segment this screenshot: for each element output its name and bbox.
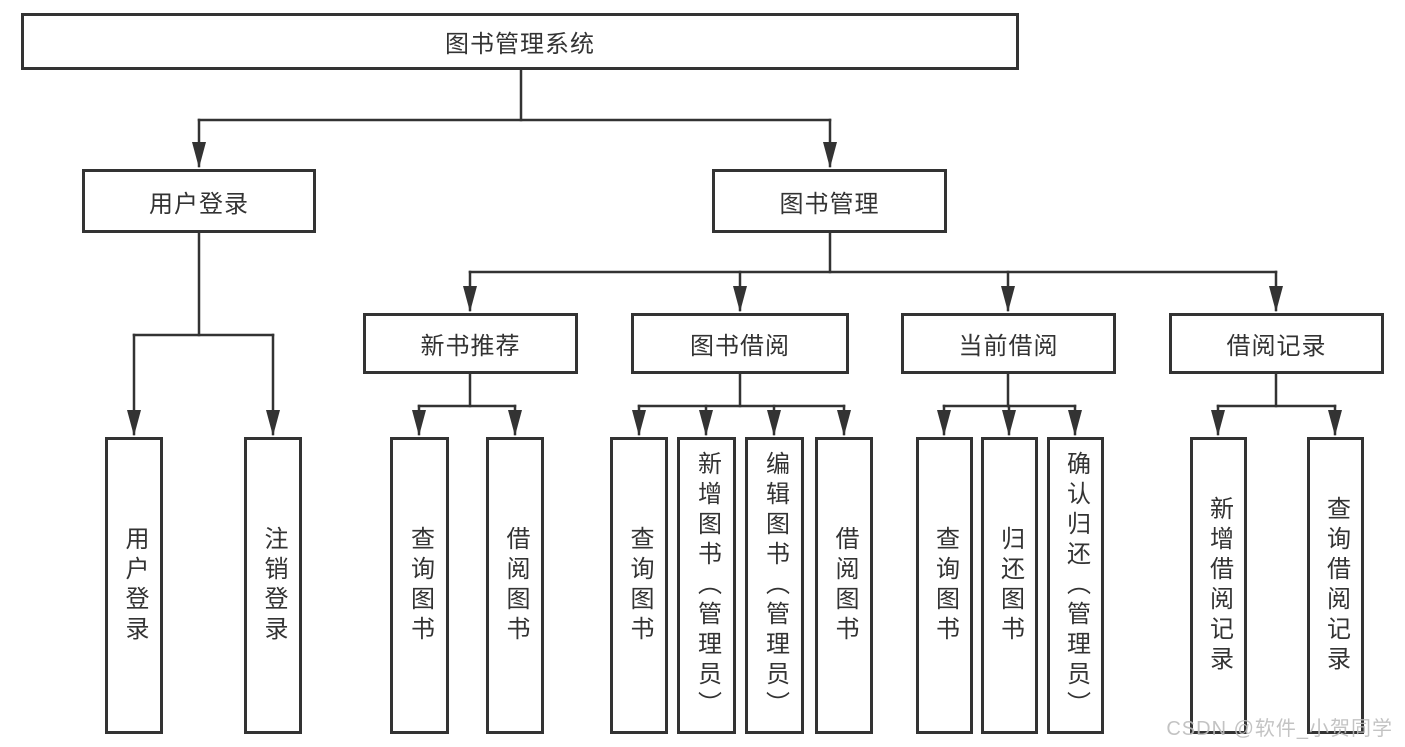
- node-borrow-records: 借阅记录: [1169, 313, 1384, 374]
- node-label: 图书管理: [779, 190, 880, 218]
- csdn-watermark: CSDN @软件_小贺同学: [1166, 718, 1393, 740]
- node-new-book-recommend: 新书推荐: [363, 313, 578, 374]
- leaf-nb-borrow-book: 借阅图书: [486, 437, 544, 734]
- leaf-br-query-record: 查询借阅记录: [1307, 437, 1364, 734]
- node-label: 用户登录: [149, 190, 249, 218]
- node-label: 查询图书: [626, 525, 653, 646]
- node-user-login: 用户登录: [82, 169, 316, 233]
- leaf-cb-confirm-return: 确认归还（管理员）: [1047, 437, 1104, 734]
- node-label: 新增图书（管理员）: [693, 450, 721, 721]
- node-label: 新增借阅记录: [1205, 495, 1233, 676]
- leaf-cb-return-book: 归还图书: [981, 437, 1038, 734]
- node-label: 当前借阅: [958, 333, 1059, 360]
- node-book-borrow: 图书借阅: [631, 313, 849, 374]
- node-current-borrow: 当前借阅: [901, 313, 1116, 374]
- leaf-bb-borrow-book: 借阅图书: [815, 437, 873, 734]
- node-label: 借阅图书: [502, 525, 529, 646]
- node-label: 图书管理系统: [445, 31, 595, 58]
- leaf-logout: 注销登录: [244, 437, 302, 734]
- node-label: 确认归还（管理员）: [1062, 450, 1090, 721]
- node-label: 注销登录: [260, 525, 287, 646]
- node-label: 查询图书: [406, 525, 434, 646]
- leaf-user-login: 用户登录: [105, 437, 163, 734]
- node-label: 用户登录: [121, 525, 148, 646]
- node-label: 归还图书: [996, 525, 1024, 646]
- node-label: 查询借阅记录: [1322, 495, 1350, 676]
- node-label: 编辑图书（管理员）: [761, 450, 789, 721]
- node-label: 新书推荐: [420, 333, 521, 360]
- leaf-bb-edit-book: 编辑图书（管理员）: [745, 437, 804, 734]
- node-root: 图书管理系统: [21, 13, 1019, 70]
- leaf-bb-query-book: 查询图书: [610, 437, 668, 734]
- node-book-management: 图书管理: [712, 169, 947, 233]
- leaf-bb-add-book: 新增图书（管理员）: [677, 437, 736, 734]
- node-label: 图书借阅: [690, 333, 790, 360]
- leaf-cb-query-book: 查询图书: [916, 437, 973, 734]
- node-label: 查询图书: [931, 525, 959, 646]
- node-label: 借阅记录: [1226, 333, 1327, 360]
- leaf-nb-query-book: 查询图书: [390, 437, 449, 734]
- node-label: 借阅图书: [831, 525, 858, 646]
- leaf-br-add-record: 新增借阅记录: [1190, 437, 1247, 734]
